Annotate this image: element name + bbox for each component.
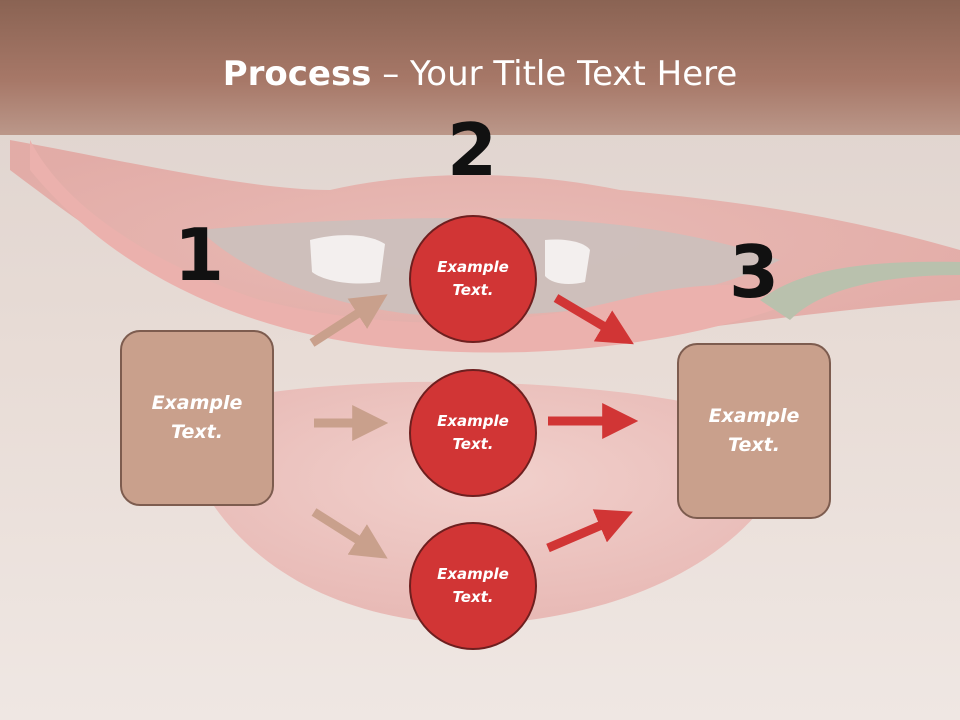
arrow-bottom-to-right <box>546 509 633 553</box>
right-step-box: Example Text. <box>677 343 831 519</box>
arrow-left-to-top <box>309 294 388 347</box>
step-number-2: 2 <box>446 108 498 192</box>
circle-top-text: Example Text. <box>437 258 509 299</box>
arrow-top-to-right <box>553 294 634 345</box>
title-bold: Process <box>222 54 372 94</box>
circle-top: Example Text. <box>409 215 537 343</box>
circle-middle-text: Example Text. <box>437 412 509 453</box>
left-step-box-text: Example Text. <box>151 392 243 443</box>
circle-middle: Example Text. <box>409 369 537 497</box>
right-step-box-text: Example Text. <box>708 405 800 456</box>
step-number-1: 1 <box>173 213 225 297</box>
title-band <box>0 0 960 135</box>
title-rest: – Your Title Text Here <box>371 54 738 94</box>
slide-title: Process – Your Title Text Here <box>0 52 960 96</box>
circle-bottom: Example Text. <box>409 522 537 650</box>
left-step-box: Example Text. <box>120 330 274 506</box>
arrow-left-to-bottom <box>311 508 388 559</box>
step-number-3: 3 <box>728 230 780 314</box>
circle-bottom-text: Example Text. <box>437 565 509 606</box>
